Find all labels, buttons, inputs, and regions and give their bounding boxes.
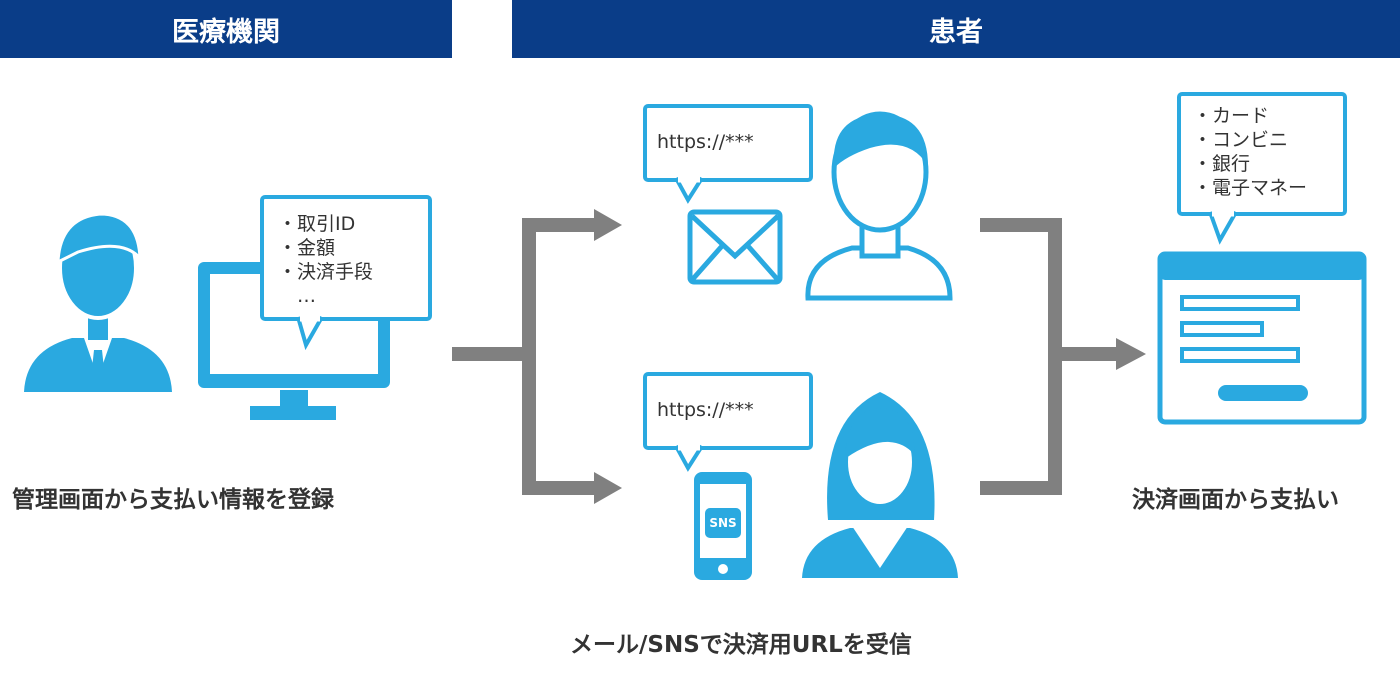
payment-screen-icon	[1157, 251, 1367, 425]
sns-url-text: https://***	[657, 399, 754, 421]
caption-pay-from-screen: 決済画面から支払い	[1132, 487, 1339, 513]
payment-item-convenience-store: ・コンビニ	[1193, 129, 1289, 151]
merge-arrow-icon	[980, 218, 1146, 495]
sns-url-bubble	[643, 372, 813, 472]
header-medical-institution: 医療機関	[0, 0, 452, 58]
registration-bubble	[260, 195, 432, 351]
sns-label: SNS	[709, 516, 737, 530]
payment-item-card: ・カード	[1193, 105, 1270, 127]
female-patient-icon	[802, 392, 958, 578]
payment-methods-bubble	[1177, 92, 1347, 245]
registration-info-list: ・取引ID ・金額 ・決済手段 …	[278, 212, 373, 308]
caption-register-payment-info: 管理画面から支払い情報を登録	[12, 487, 334, 513]
payment-item-bank: ・銀行	[1193, 153, 1251, 175]
email-url-bubble	[643, 104, 813, 204]
payment-methods-list: ・カード ・コンビニ ・銀行 ・電子マネー	[1193, 104, 1307, 200]
email-url-text: https://***	[657, 131, 754, 153]
registration-item-ellipsis: …	[278, 285, 317, 307]
header-patient: 患者	[512, 0, 1400, 58]
registration-item-amount: ・金額	[278, 237, 336, 259]
payment-item-e-money: ・電子マネー	[1193, 177, 1308, 199]
caption-receive-url: メール/SNSで決済用URLを受信	[570, 632, 912, 658]
registration-item-transaction-id: ・取引ID	[278, 213, 356, 235]
split-arrow-icon	[452, 209, 622, 504]
registration-item-payment-method: ・決済手段	[278, 261, 374, 283]
doctor-icon	[24, 212, 172, 392]
male-patient-icon	[805, 111, 953, 301]
smartphone-icon	[694, 472, 752, 580]
envelope-icon	[687, 209, 783, 285]
